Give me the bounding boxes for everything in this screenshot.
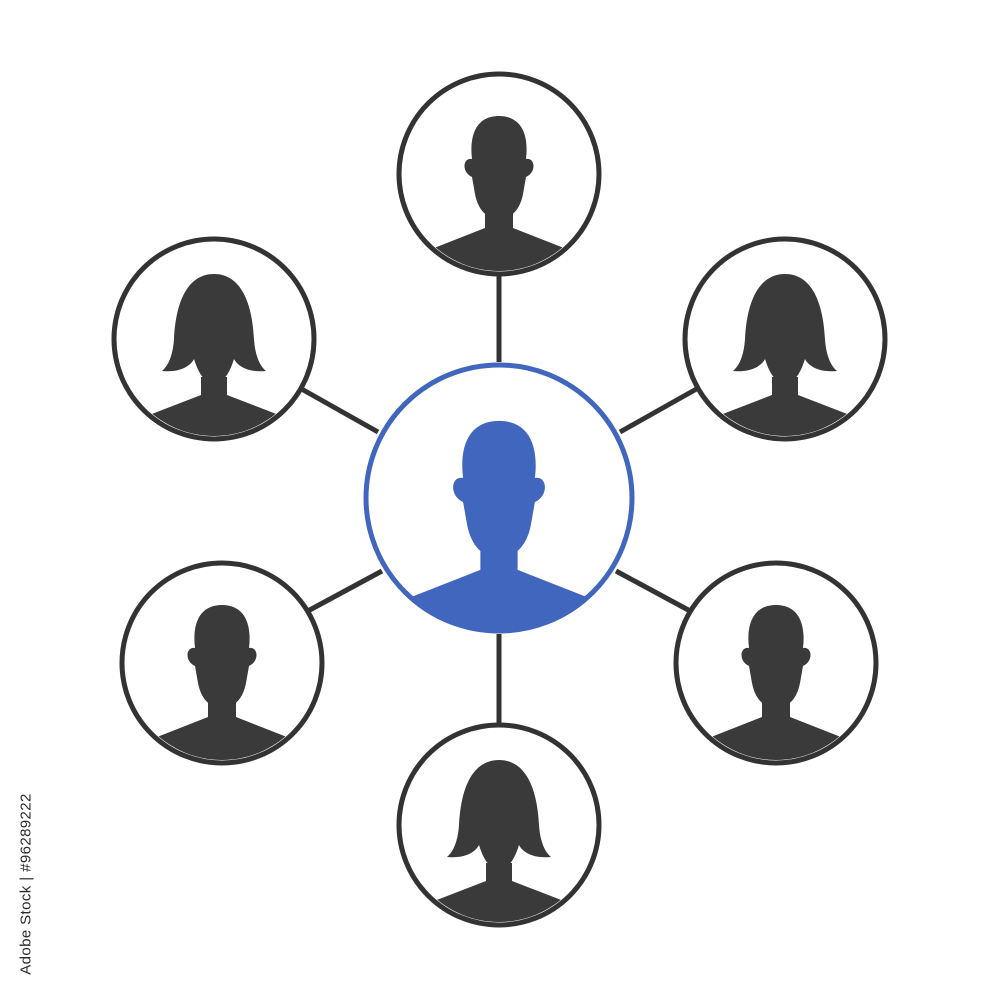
connector-lower-left [304,568,384,615]
center-node [363,362,635,634]
node-upper-right [682,236,888,442]
connector-upper-right [618,384,702,435]
node-lower-left [119,560,325,766]
connector-upper-left [296,384,380,435]
connector-lines [296,272,702,723]
connector-lower-right [614,568,694,615]
node-bottom [396,722,602,928]
node-lower-right [673,560,879,766]
node-upper-left [111,236,317,442]
node-top [396,71,602,277]
watermark-id-label: Adobe Stock | #96289222 [17,793,35,975]
